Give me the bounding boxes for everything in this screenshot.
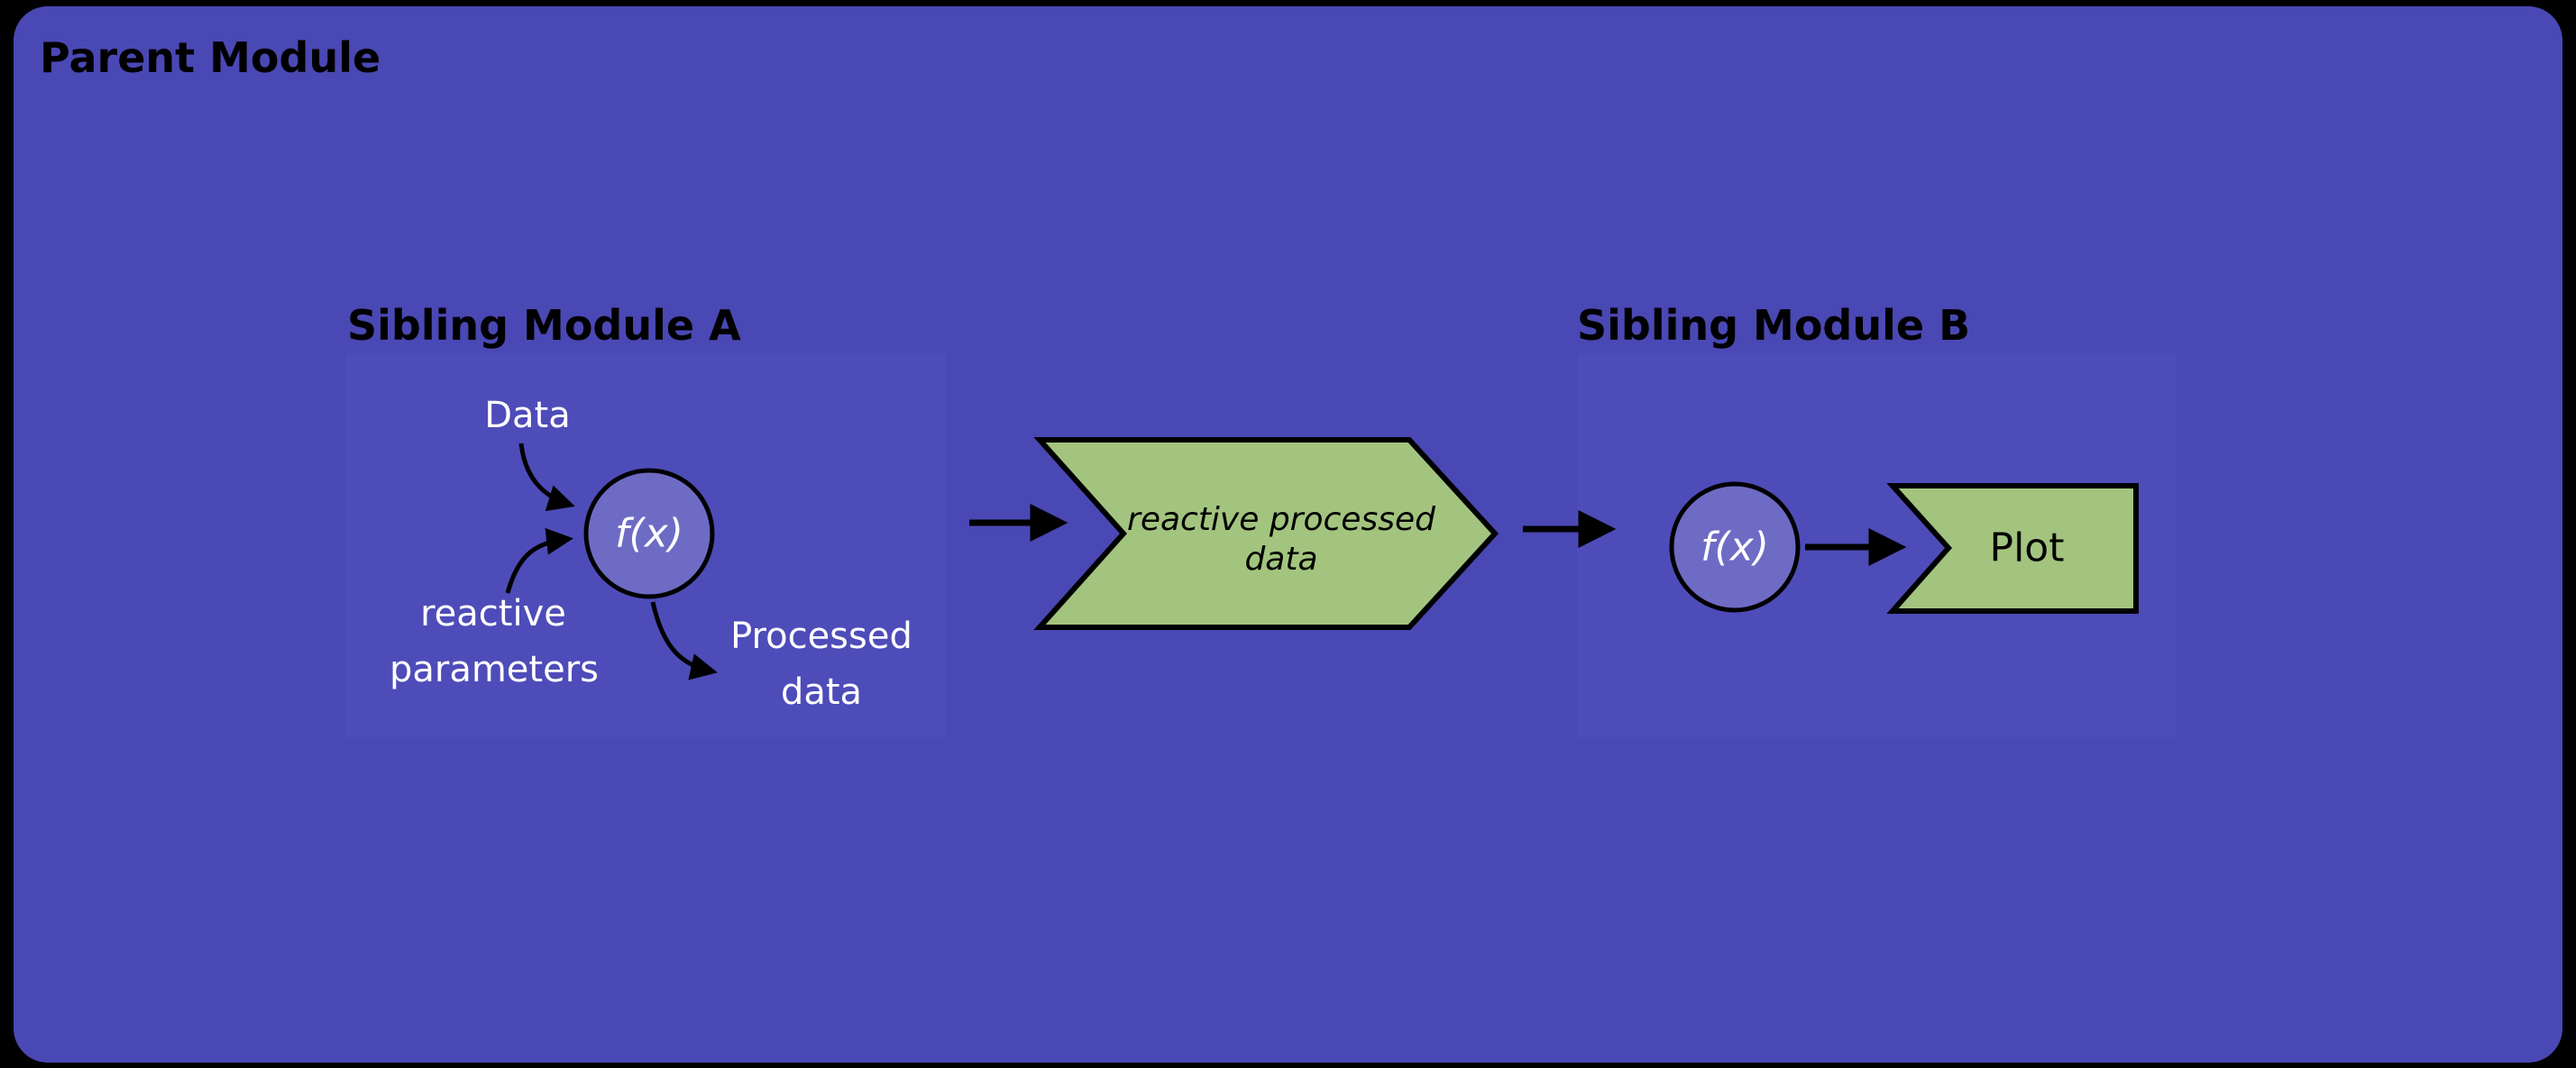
reactive-parameters-label-line1: reactive <box>420 593 566 634</box>
processed-data-label-line1: Processed <box>730 616 912 657</box>
processed-data-label-line2: data <box>781 671 862 713</box>
reactive-parameters-label-line2: parameters <box>390 649 599 690</box>
data-label: Data <box>484 395 571 436</box>
fx-node-a-label: f(x) <box>615 511 683 557</box>
edge-params-to-fx <box>505 527 573 594</box>
fx-node-a <box>583 468 715 599</box>
module-b-title: Sibling Module B <box>1577 301 1970 350</box>
module-a-title: Sibling Module A <box>347 301 741 350</box>
fx-node-b-label: f(x) <box>1701 525 1769 571</box>
banner-label-line2: data <box>1244 541 1317 578</box>
edge-fx-to-processed <box>650 601 718 680</box>
fx-node-b <box>1669 481 1801 613</box>
plot-node <box>1886 483 2139 614</box>
banner-label-line1: reactive processed <box>1127 501 1436 538</box>
plot-node-label: Plot <box>1990 525 2065 571</box>
reactive-processed-data-banner <box>1033 437 1499 630</box>
parent-module-title: Parent Module <box>40 33 380 82</box>
edge-data-to-fx <box>518 443 575 512</box>
